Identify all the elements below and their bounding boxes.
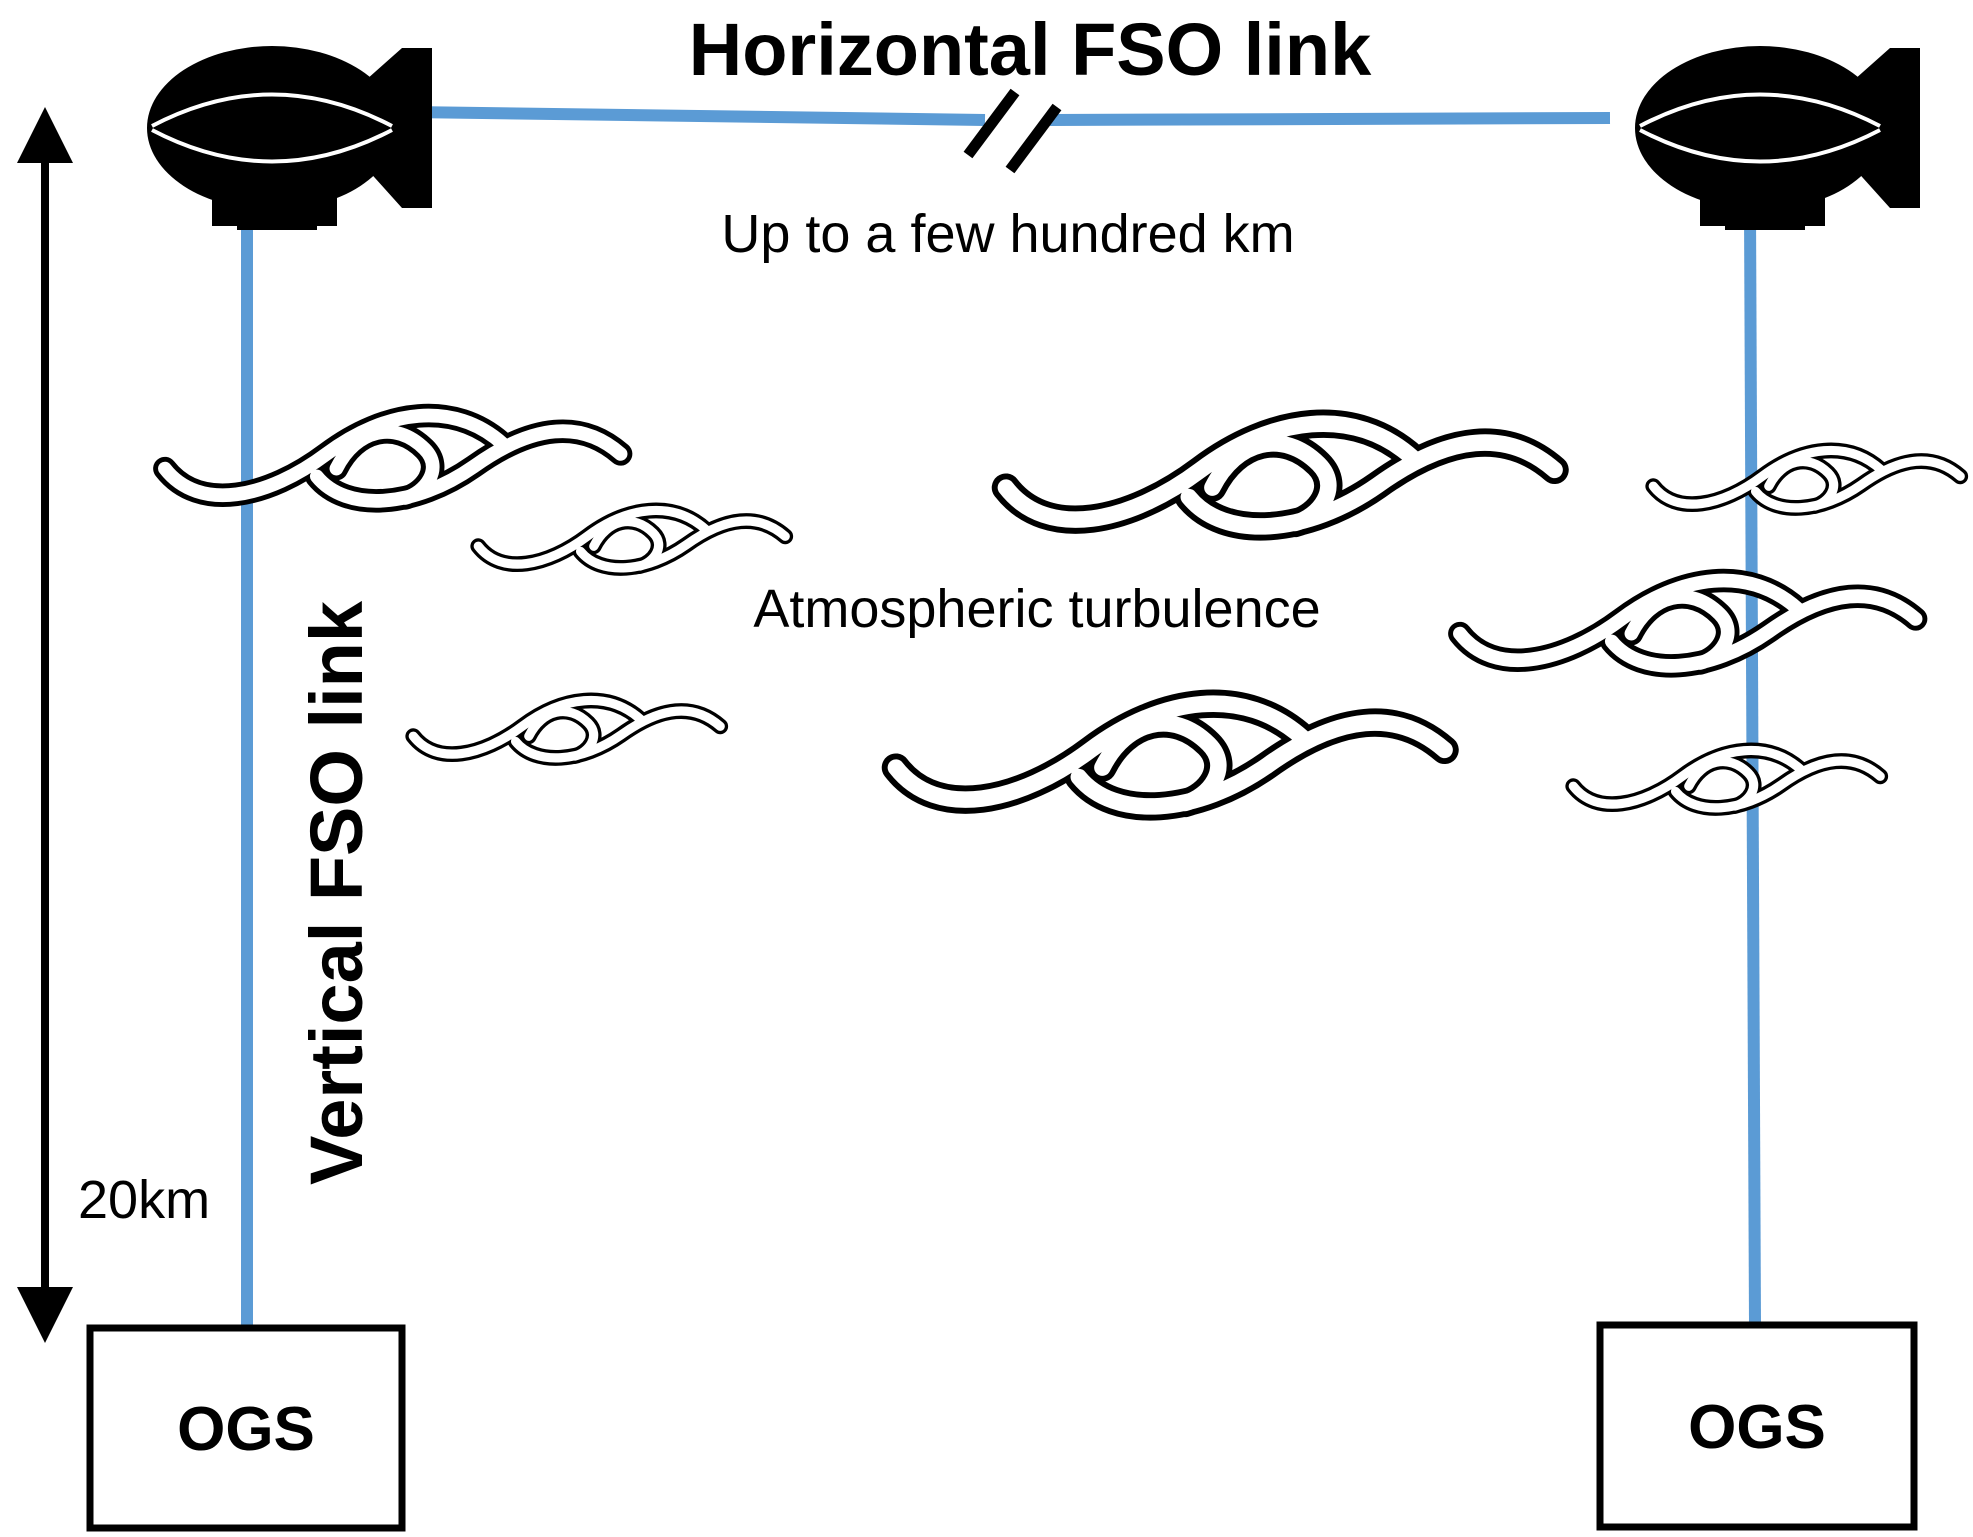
horizontal-beam-right: [1049, 112, 1611, 126]
ground-station-right: OGS: [1596, 1321, 1918, 1531]
airship-icon: [145, 44, 434, 232]
page-title: Horizontal FSO link: [689, 8, 1372, 91]
altitude-label: 20km: [78, 1170, 210, 1230]
airship-icon: [1633, 44, 1922, 232]
horizontal-beam-left: [409, 106, 986, 126]
break-mark-icon: [963, 88, 1062, 174]
horizontal-distance-label: Up to a few hundred km: [721, 204, 1294, 264]
turbulence-label: Atmospheric turbulence: [753, 579, 1320, 639]
ground-station-right-label: OGS: [1688, 1393, 1826, 1462]
ground-station-left: OGS: [86, 1324, 406, 1532]
beams: [241, 106, 1761, 1326]
ground-station-left-label: OGS: [177, 1395, 315, 1464]
vertical-link-label: Vertical FSO link: [295, 600, 378, 1185]
